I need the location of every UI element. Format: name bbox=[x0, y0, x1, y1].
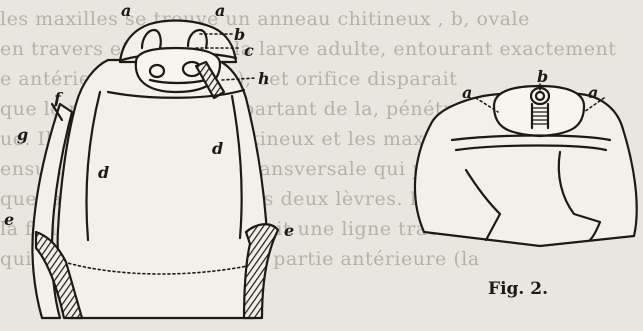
label-b: b bbox=[537, 67, 548, 86]
label-d-left: d bbox=[98, 163, 109, 182]
figure-1-drawing bbox=[32, 21, 278, 318]
figure-caption: Fig. 2. bbox=[488, 279, 548, 299]
label-h: h bbox=[258, 69, 270, 88]
figure-2-drawing bbox=[415, 84, 637, 246]
label-e-right: e bbox=[284, 221, 294, 240]
label-a-right: a bbox=[588, 83, 598, 102]
label-c: c bbox=[244, 41, 254, 60]
inner-plate bbox=[494, 86, 584, 136]
label-g: g bbox=[17, 125, 28, 144]
label-a-left: a bbox=[462, 83, 472, 102]
label-a-right: a bbox=[215, 1, 225, 20]
label-e-left: e bbox=[4, 210, 14, 229]
label-d-right: d bbox=[212, 139, 223, 158]
hatched-band-right bbox=[244, 224, 278, 318]
label-a-left: a bbox=[121, 1, 131, 20]
